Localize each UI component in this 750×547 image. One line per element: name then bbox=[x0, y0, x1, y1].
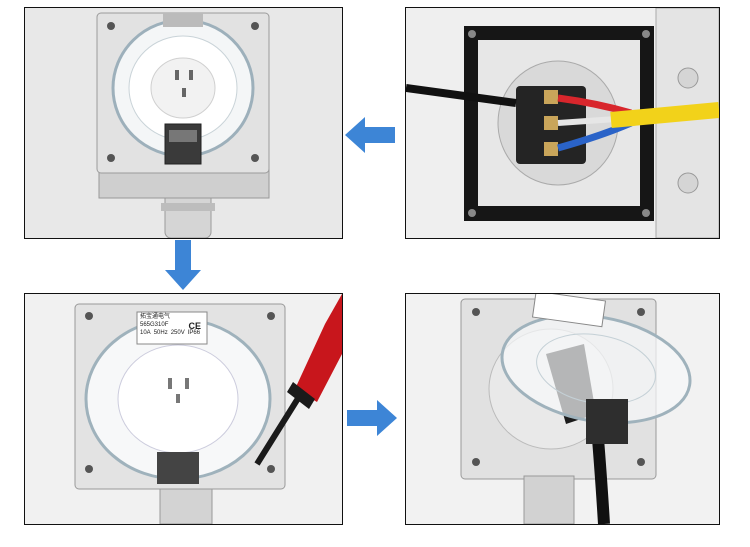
label-model: 565G310F bbox=[140, 322, 169, 328]
ce-mark: CE bbox=[188, 321, 201, 331]
arrow-down-icon bbox=[165, 240, 201, 290]
label-voltage: 250V bbox=[170, 330, 185, 336]
screw-fastening-panel: 拓宝通电气 565G310F 10A 50Hz 250V IP66 CE bbox=[24, 293, 343, 525]
screw-fastening-image bbox=[25, 294, 342, 524]
label-ip: IP66 bbox=[187, 330, 201, 336]
closed-socket-image bbox=[25, 8, 342, 238]
closed-socket-panel bbox=[24, 7, 343, 239]
wiring-panel bbox=[405, 7, 720, 239]
wiring-image bbox=[406, 8, 719, 238]
arrow-left-icon bbox=[345, 117, 395, 153]
product-label: 拓宝通电气 565G310F 10A 50Hz 250V IP66 CE bbox=[137, 312, 207, 344]
arrow-right-icon bbox=[347, 400, 397, 436]
label-brand: 拓宝通电气 bbox=[140, 314, 171, 320]
plug-inserted-panel bbox=[405, 293, 720, 525]
label-freq: 50Hz bbox=[153, 330, 168, 336]
plug-inserted-image bbox=[406, 294, 719, 524]
label-rating-row: 10A 50Hz 250V IP66 bbox=[140, 329, 204, 337]
label-rating: 10A bbox=[140, 330, 151, 336]
